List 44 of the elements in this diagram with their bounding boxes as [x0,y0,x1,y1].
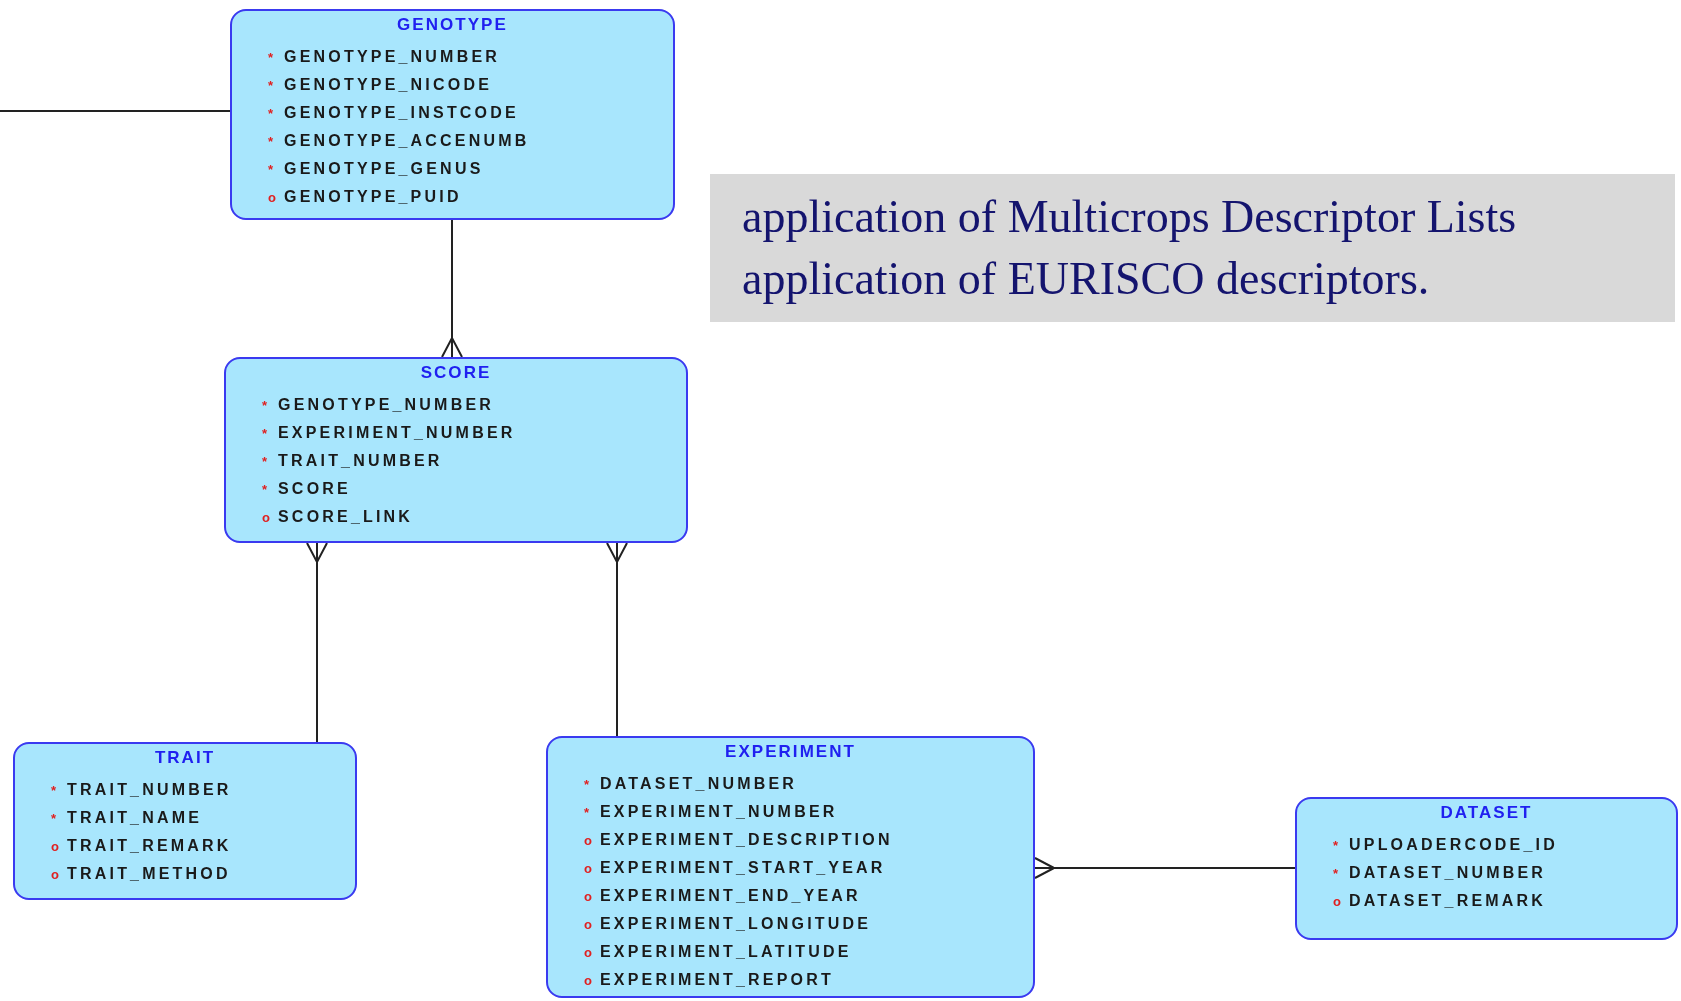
relationship-line [1034,857,1296,879]
column-name: o TRAIT_METHOD [51,864,232,884]
column-name: o EXPERIMENT_DESCRIPTION [584,830,894,850]
column-name: o TRAIT_REMARK [51,836,233,856]
table-title: GENOTYPE [397,14,508,36]
column-name: * SCORE [262,479,352,499]
entity-table [1295,797,1678,940]
column-name: o SCORE_LINK [262,507,415,527]
column-name: * GENOTYPE_NUMBER [268,47,502,67]
column-name: * EXPERIMENT_NUMBER [584,802,839,822]
column-name: o GENOTYPE_PUID [268,187,463,207]
note-text: application of EURISCO descriptors. [742,252,1431,306]
column-name: * DATASET_NUMBER [1333,863,1548,883]
table-title: DATASET [1440,802,1533,824]
column-name: o EXPERIMENT_LONGITUDE [584,914,873,934]
column-name: o EXPERIMENT_REPORT [584,970,835,990]
column-name: * TRAIT_NUMBER [51,780,233,800]
entity-table [13,742,357,900]
column-name: * GENOTYPE_NICODE [268,75,494,95]
column-name: * DATASET_NUMBER [584,774,799,794]
relationship-line [0,110,231,112]
table-title: EXPERIMENT [725,741,856,763]
column-name: o EXPERIMENT_END_YEAR [584,886,862,906]
column-name: * GENOTYPE_ACCENUMB [268,131,531,151]
entity-table [230,9,675,220]
column-name: * GENOTYPE_INSTCODE [268,103,520,123]
column-name: * TRAIT_NUMBER [262,451,444,471]
entity-table [224,357,688,543]
note-box [710,174,1675,322]
column-name: * TRAIT_NAME [51,808,204,828]
column-name: o DATASET_REMARK [1333,891,1548,911]
relationship-line [606,542,628,737]
column-name: * GENOTYPE_NUMBER [262,395,496,415]
column-name: * GENOTYPE_GENUS [268,159,485,179]
column-name: o EXPERIMENT_LATITUDE [584,942,853,962]
relationship-line [306,542,328,743]
table-title: TRAIT [154,747,216,769]
column-name: * EXPERIMENT_NUMBER [262,423,517,443]
note-text: application of Multicrops Descriptor Lists [742,190,1518,244]
table-title: SCORE [420,362,492,384]
column-name: o EXPERIMENT_START_YEAR [584,858,887,878]
column-name: * UPLOADERCODE_ID [1333,835,1559,855]
relationship-line [441,219,463,358]
entity-table [546,736,1035,998]
